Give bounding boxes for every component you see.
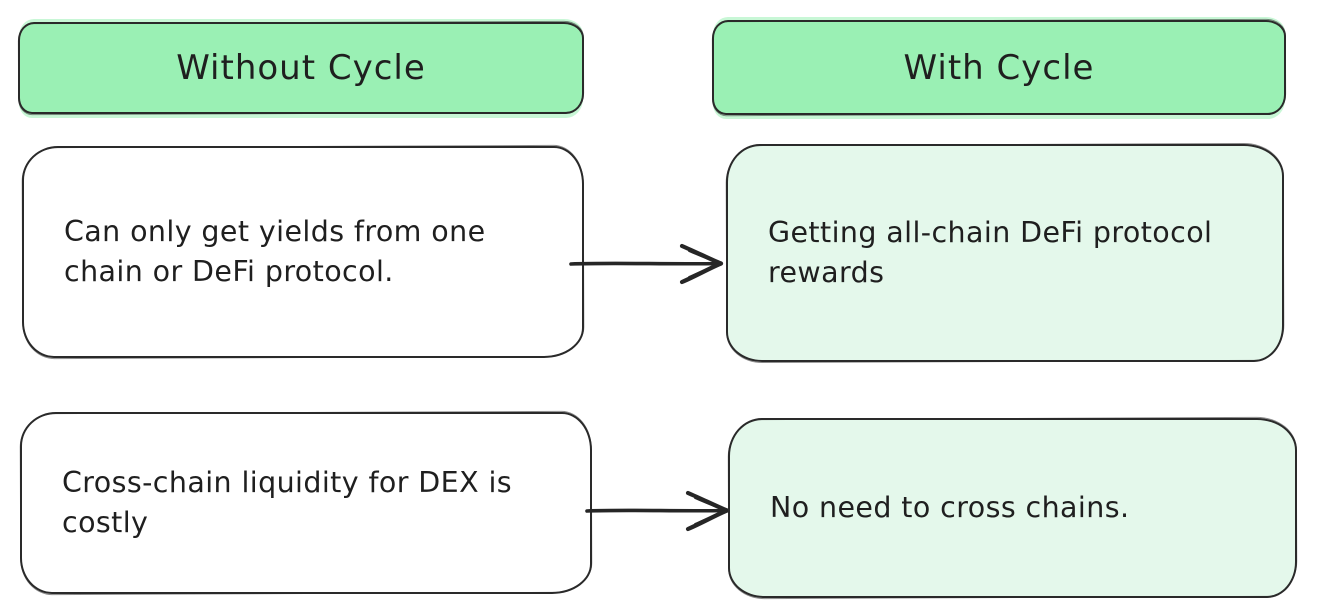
result-box-no-cross-text: No need to cross chains. bbox=[770, 491, 1130, 525]
problem-box-yields-text: Can only get yields from one chain or De… bbox=[64, 215, 486, 288]
problem-box-liquidity: Cross-chain liquidity for DEX is costly bbox=[20, 412, 592, 594]
arrow-right-icon bbox=[585, 490, 730, 532]
result-box-no-cross: No need to cross chains. bbox=[728, 418, 1297, 598]
header-with-cycle-label: With Cycle bbox=[903, 47, 1095, 88]
header-with-cycle: With Cycle bbox=[712, 20, 1286, 115]
arrow-right-icon bbox=[569, 243, 724, 285]
header-without-cycle-label: Without Cycle bbox=[176, 48, 426, 88]
result-box-rewards-text: Getting all-chain DeFi protocol rewards bbox=[768, 216, 1213, 289]
result-box-rewards: Getting all-chain DeFi protocol rewards bbox=[726, 144, 1284, 362]
header-without-cycle: Without Cycle bbox=[18, 22, 584, 114]
problem-box-liquidity-text: Cross-chain liquidity for DEX is costly bbox=[62, 466, 513, 539]
problem-box-yields: Can only get yields from one chain or De… bbox=[22, 146, 584, 358]
